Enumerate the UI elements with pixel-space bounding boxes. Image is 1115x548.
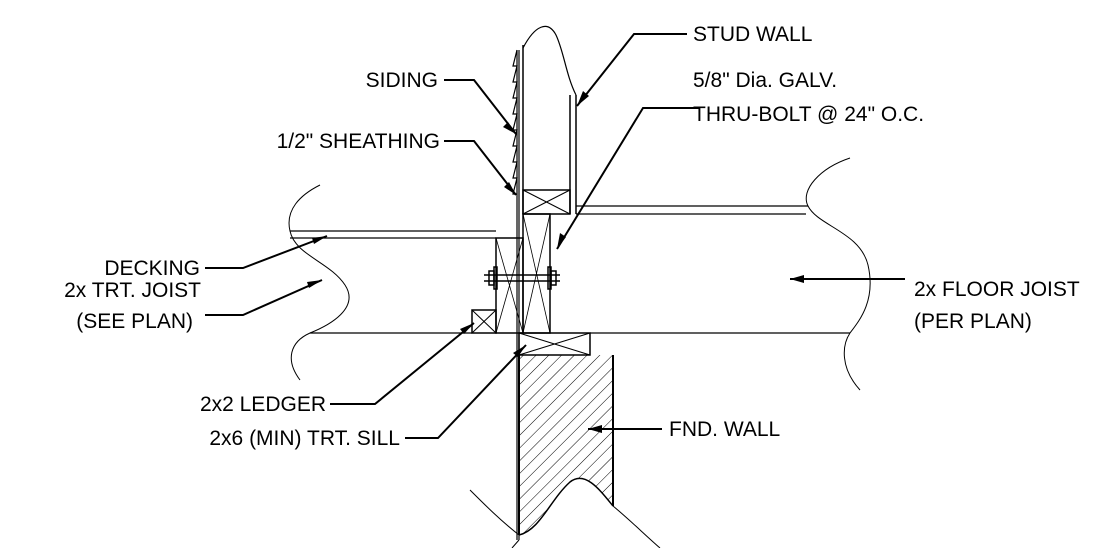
leader-lines: [205, 33, 905, 439]
label-floor-joist-line1: 2x FLOOR JOIST: [914, 278, 1080, 301]
foundation-wall: [469, 355, 661, 548]
thru-bolt: [484, 266, 560, 290]
label-sheathing: 1/2" SHEATHING: [277, 130, 440, 153]
label-fnd-wall: FND. WALL: [669, 418, 780, 441]
label-bolt-line2: THRU-BOLT @ 24" O.C.: [693, 103, 924, 126]
label-ledger: 2x2 LEDGER: [200, 393, 326, 416]
label-stud-wall: STUD WALL: [693, 23, 812, 46]
label-decking: DECKING: [104, 257, 200, 280]
label-bolt-line1: 5/8" Dia. GALV.: [693, 69, 837, 92]
label-siding: SIDING: [366, 69, 438, 92]
arrowheads: [307, 91, 804, 433]
label-sill: 2x6 (MIN) TRT. SILL: [209, 427, 400, 450]
ledger: [471, 309, 497, 334]
label-floor-joist-line2: (PER PLAN): [914, 310, 1032, 333]
stud-wall: [522, 25, 577, 215]
label-trt-joist-line1: 2x TRT. JOIST: [64, 279, 201, 302]
labels: STUD WALL SIDING 5/8" Dia. GALV. THRU-BO…: [64, 23, 1080, 450]
label-trt-joist-line2: (SEE PLAN): [76, 310, 193, 333]
rim-joist: [495, 213, 551, 334]
sill-plate: [518, 332, 591, 356]
